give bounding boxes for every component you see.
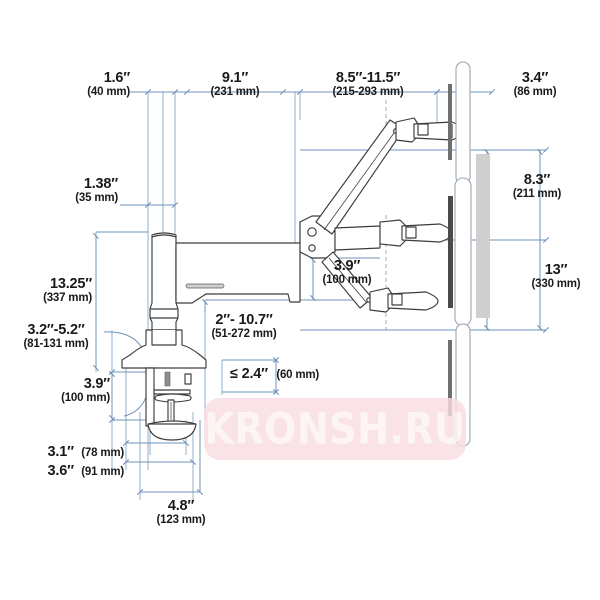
dimension-label-clamp-inner: 3.1″ (78 mm) — [28, 443, 125, 461]
dimension-metric: (100 mm) — [61, 392, 110, 405]
watermark-badge: KRONSH.RU — [204, 398, 466, 460]
dimension-value: 3.9″ — [333, 258, 361, 274]
monitor-top — [448, 61, 471, 185]
dimension-value: 1.38″ — [83, 176, 118, 192]
dimension-value: 9.1″ — [221, 70, 249, 86]
dimension-value: 3.4″ — [521, 70, 549, 86]
dimension-value: 3.9″ — [83, 376, 111, 392]
dimension-value: 2″- 10.7″ — [215, 312, 273, 328]
dimension-label-collar-width: 1.38″ (35 mm) — [34, 176, 118, 205]
dimension-value: 3.1″ — [47, 444, 75, 460]
dimension-label-clamp-depth: 3.9″ (100 mm) — [26, 376, 110, 405]
dimension-metric: (211 mm) — [512, 188, 562, 201]
dimension-value: 13″ — [544, 262, 568, 278]
dimension-metric: (100 mm) — [322, 274, 372, 287]
dimension-value: 3.2″-5.2″ — [27, 322, 85, 338]
dimension-metric: (40 mm) — [87, 86, 130, 99]
dimension-label-arm-extension: 8.5″-11.5″ (215-293 mm) — [294, 70, 442, 99]
dimension-metric: (337 mm) — [43, 292, 92, 305]
dimension-label-post-to-joint: 9.1″ (231 mm) — [181, 70, 289, 99]
dimension-metric: (60 mm) — [276, 369, 320, 381]
dimension-metric: (78 mm) — [81, 447, 124, 459]
dimension-label-post-width: 1.6″ (40 mm) — [58, 70, 130, 99]
dimension-value: ≤ 2.4″ — [230, 366, 268, 382]
dimension-metric: (231 mm) — [210, 86, 260, 99]
dimension-metric: (81-131 mm) — [23, 338, 89, 351]
dimension-value: 8.3″ — [523, 172, 551, 188]
dimension-label-screen-travel-mid: 8.3″ (211 mm) — [490, 172, 584, 201]
dimension-label-screen-offset: 3.4″ (86 mm) — [492, 70, 578, 99]
dimension-label-clamp-range: 3.2″-5.2″ (81-131 mm) — [4, 322, 108, 351]
dimension-metric: (51-272 mm) — [211, 328, 277, 341]
dimension-metric: (123 mm) — [156, 514, 206, 527]
dimension-value: 3.6″ — [47, 463, 75, 479]
dimension-label-total-travel: 13″ (330 mm) — [516, 262, 596, 291]
dimension-metric: (330 mm) — [531, 278, 581, 291]
dimension-label-base-width: 4.8″ (123 mm) — [126, 498, 236, 527]
dimension-label-desk-thickness: ≤ 2.4″ (60 mm) — [230, 365, 319, 383]
dimension-label-post-height: 13.25″ (337 mm) — [8, 276, 92, 305]
monitor-positions — [448, 61, 490, 447]
dimension-value: 1.6″ — [103, 70, 131, 86]
watermark-text: KRONSH.RU — [204, 404, 466, 454]
dimension-label-lift-range: 3.9″ (100 mm) — [303, 258, 391, 287]
dimension-value: 13.25″ — [49, 276, 92, 292]
dimension-metric: (35 mm) — [75, 192, 118, 205]
dimension-metric: (86 mm) — [513, 86, 557, 99]
dimension-metric: (215-293 mm) — [332, 86, 404, 99]
dimension-label-clamp-outer: 3.6″ (91 mm) — [28, 462, 125, 480]
dimension-metric: (91 mm) — [81, 466, 124, 478]
dimension-value: 8.5″-11.5″ — [335, 70, 401, 86]
dimension-value: 4.8″ — [167, 498, 195, 514]
dimension-label-arm-height-range: 2″- 10.7″ (51-272 mm) — [183, 312, 305, 341]
product-outline — [121, 117, 463, 441]
